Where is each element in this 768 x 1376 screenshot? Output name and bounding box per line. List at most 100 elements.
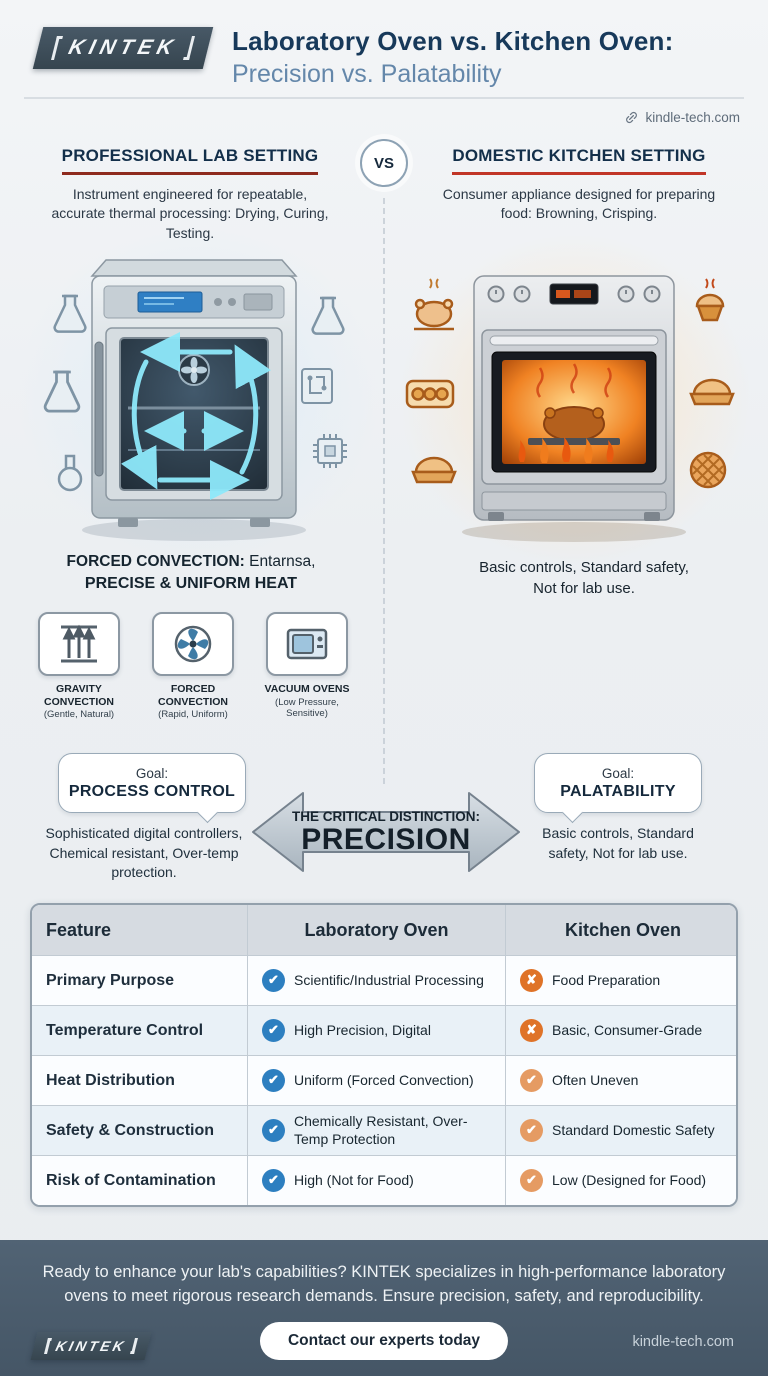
lab-caption: FORCED CONVECTION: Entarnsa, PRECISE & U… bbox=[26, 552, 356, 595]
lab-value: High Precision, Digital bbox=[294, 1021, 431, 1038]
kintek-logo: KINTEK bbox=[30, 1332, 152, 1360]
goal-value: PALATABILITY bbox=[560, 782, 676, 800]
flames-icon bbox=[518, 437, 614, 463]
footer-logo: KINTEK bbox=[30, 1332, 152, 1360]
storage-drawer bbox=[481, 491, 667, 511]
fan-icon bbox=[178, 354, 210, 386]
lab-caption-prefix: FORCED CONVECTION: bbox=[66, 553, 245, 570]
check-icon: ✔ bbox=[520, 1119, 543, 1142]
table-row: Risk of Contamination ✔ High (Not for Fo… bbox=[32, 1155, 736, 1205]
check-icon: ✔ bbox=[520, 1069, 543, 1092]
oven-type-subtitle: (Rapid, Uniform) bbox=[158, 709, 228, 721]
roasting-tray bbox=[528, 438, 620, 445]
kitchen-details: Basic controls, Standard safety, Not for… bbox=[542, 825, 694, 861]
oven-type-vacuum: VACUUM OVENS (Low Pressure, Sensitive) bbox=[254, 612, 360, 721]
goal-label: Goal: bbox=[135, 765, 169, 781]
kitchen-caption-line2: Not for lab use. bbox=[533, 580, 635, 598]
table-row: Safety & Construction ✔ Chemically Resis… bbox=[32, 1105, 736, 1155]
oven-type-forced: FORCED CONVECTION (Rapid, Uniform) bbox=[140, 612, 246, 721]
oven-foot bbox=[118, 518, 138, 527]
cupcake-icon bbox=[695, 278, 725, 322]
oven-type-name: GRAVITY CONVECTION bbox=[43, 683, 114, 708]
oven-foot bbox=[488, 512, 504, 521]
door-handle bbox=[94, 341, 104, 477]
goal-value: PROCESS CONTROL bbox=[68, 782, 236, 800]
column-header-kitchen: Kitchen Oven bbox=[505, 905, 736, 955]
lab-description: Instrument engineered for repeatable, ac… bbox=[51, 186, 329, 241]
oven-type-name: FORCED CONVECTION bbox=[157, 683, 228, 708]
check-icon: ✔ bbox=[262, 1019, 285, 1042]
turkey-icon bbox=[414, 278, 454, 331]
table-row: Temperature Control ✔ High Precision, Di… bbox=[32, 1005, 736, 1055]
door-handle bbox=[489, 335, 659, 346]
contact-experts-button[interactable]: Contact our experts today bbox=[259, 1322, 509, 1360]
header-divider bbox=[24, 97, 744, 99]
oven-foot bbox=[644, 512, 660, 521]
flask-icon bbox=[53, 294, 87, 333]
kitchen-value-cell: ✔ Often Uneven bbox=[505, 1056, 736, 1105]
kitchen-value: Low (Designed for Food) bbox=[552, 1171, 707, 1188]
website-text: kindle-tech.com bbox=[645, 110, 740, 125]
lab-section-heading: PROFESSIONAL LAB SETTING Instrument engi… bbox=[35, 146, 345, 243]
feature-label: Safety & Construction bbox=[46, 1121, 215, 1139]
check-icon: ✔ bbox=[262, 1119, 285, 1142]
lab-value: Scientific/Industrial Processing bbox=[294, 971, 484, 988]
muffin-tray-icon bbox=[405, 379, 455, 409]
logo-bracket-icon bbox=[44, 1338, 52, 1354]
title-line1: Laboratory Oven vs. Kitchen Oven: bbox=[232, 26, 674, 56]
feature-label: Heat Distribution bbox=[46, 1071, 175, 1089]
kitchen-value-cell: ✘ Food Preparation bbox=[505, 956, 736, 1005]
kitchen-value-cell: ✔ Low (Designed for Food) bbox=[505, 1156, 736, 1205]
distinction-keyword: PRECISION bbox=[301, 822, 471, 856]
table-header-row: Feature Laboratory Oven Kitchen Oven bbox=[32, 905, 736, 955]
process-control-bubble: Goal: PROCESS CONTROL bbox=[58, 753, 246, 813]
feature-label: Risk of Contamination bbox=[46, 1171, 216, 1189]
cross-icon: ✘ bbox=[520, 969, 543, 992]
heat-waves-icon bbox=[536, 363, 612, 398]
oven-type-subtitle: (Gentle, Natural) bbox=[43, 709, 115, 721]
lab-value-cell: ✔ Scientific/Industrial Processing bbox=[247, 956, 505, 1005]
lab-value-cell: ✔ High (Not for Food) bbox=[247, 1156, 505, 1205]
keypad-icon bbox=[243, 293, 273, 311]
kitchen-value-cell: ✘ Basic, Consumer-Grade bbox=[505, 1006, 736, 1055]
lab-oven-illustration bbox=[43, 259, 347, 541]
link-icon bbox=[626, 111, 638, 124]
logo-text: KINTEK bbox=[54, 1338, 129, 1354]
footer-message: Ready to enhance your lab's capabilities… bbox=[42, 1263, 726, 1305]
control-knob-icon bbox=[487, 285, 661, 303]
lab-details: Sophisticated digital controllers, Chemi… bbox=[45, 825, 243, 881]
kitchen-description: Consumer appliance designed for preparin… bbox=[442, 186, 716, 222]
palatability-bubble: Goal: PALATABILITY bbox=[534, 753, 702, 813]
website-link[interactable]: kindle-tech.com bbox=[624, 110, 740, 125]
kitchen-caption: Basic controls, Standard safety, Not for… bbox=[430, 557, 738, 600]
oven-shadow bbox=[462, 522, 686, 542]
oven-type-subtitle: (Low Pressure, Sensitive) bbox=[275, 696, 339, 720]
page-title: Laboratory Oven vs. Kitchen Oven: Precis… bbox=[232, 26, 752, 89]
vacuum-oven-icon bbox=[266, 612, 348, 676]
round-flask-icon bbox=[57, 454, 83, 492]
vs-label: VS bbox=[373, 154, 394, 172]
feature-label: Primary Purpose bbox=[46, 971, 175, 989]
pie-icon bbox=[411, 456, 457, 484]
kitchen-heading-text: DOMESTIC KITCHEN SETTING bbox=[452, 146, 706, 175]
kitchen-value: Food Preparation bbox=[552, 971, 661, 988]
lab-value-cell: ✔ Uniform (Forced Convection) bbox=[247, 1056, 505, 1105]
lab-caption-line2: PRECISE & UNIFORM HEAT bbox=[84, 574, 298, 592]
kitchen-value: Standard Domestic Safety bbox=[552, 1121, 715, 1138]
logo-text: KINTEK bbox=[66, 36, 181, 59]
comparison-table: Feature Laboratory Oven Kitchen Oven Pri… bbox=[30, 903, 738, 1207]
kitchen-value-cell: ✔ Standard Domestic Safety bbox=[505, 1106, 736, 1155]
panel-button-icon bbox=[214, 298, 222, 306]
circuit-board-icon bbox=[301, 368, 333, 404]
title-line2: Precision vs. Palatability bbox=[232, 60, 502, 88]
lab-value: Uniform (Forced Convection) bbox=[294, 1071, 474, 1088]
check-icon: ✔ bbox=[262, 1169, 285, 1192]
flask-icon bbox=[311, 296, 345, 335]
lab-value: High (Not for Food) bbox=[294, 1171, 414, 1188]
distinction-title: THE CRITICAL DISTINCTION: bbox=[292, 808, 480, 824]
check-icon: ✔ bbox=[520, 1169, 543, 1192]
footer-website-link[interactable]: kindle-tech.com bbox=[632, 1334, 734, 1350]
check-icon: ✔ bbox=[262, 1069, 285, 1092]
chip-icon bbox=[313, 434, 347, 468]
